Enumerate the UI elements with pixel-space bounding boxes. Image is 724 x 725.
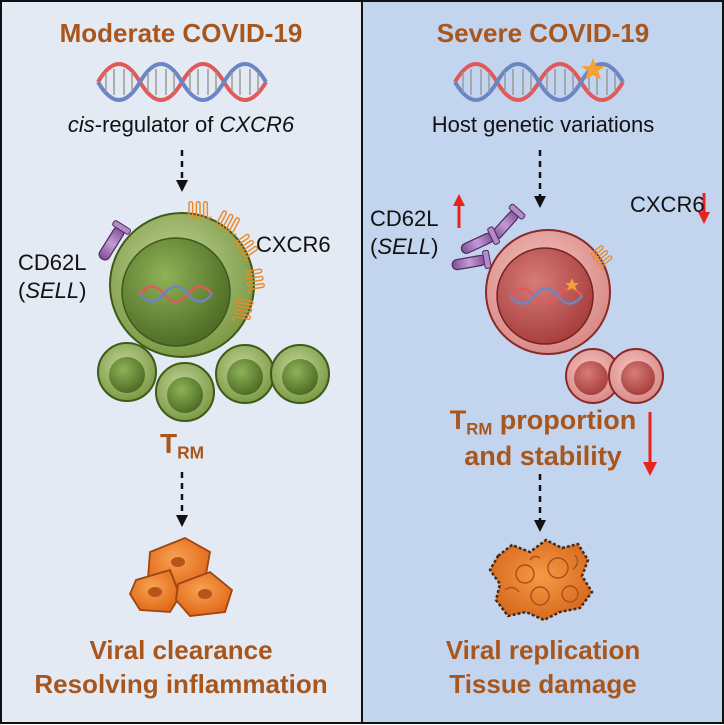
decrease-arrow-icon	[643, 412, 657, 476]
regulator-mid: -regulator of	[94, 112, 220, 137]
cxcr6-label: CXCR6	[630, 192, 705, 217]
cd62l-receptor-icon	[451, 203, 526, 271]
dashed-arrow-right-1	[534, 150, 546, 208]
cis-italic: cis	[67, 112, 95, 137]
cis-regulator-label: cis-regulator of CXCR6	[0, 112, 362, 138]
cd62l-label: CD62L	[18, 250, 87, 275]
decrease-arrow-icon	[698, 193, 710, 224]
trm-proportion-label: TRM proportion and stability	[362, 404, 724, 474]
sell-italic: SELL	[25, 278, 80, 303]
trm-main: T	[449, 405, 467, 435]
healthy-tissue-cells-icon	[128, 537, 234, 617]
cxcr6-gene-italic: CXCR6	[219, 112, 295, 137]
trm-line-2: and stability	[464, 441, 622, 472]
cd62l-receptor-icon	[98, 220, 131, 261]
left-outcome: Viral clearance Resolving inflammation	[0, 634, 362, 702]
nucleus-dna-icon	[139, 285, 213, 303]
trm-label: TRM	[160, 428, 204, 464]
outcome-line-2: Tissue damage	[449, 668, 637, 699]
trm-progeny-cells	[565, 348, 664, 404]
star-icon	[565, 278, 579, 291]
trm-cell-severe	[485, 229, 611, 355]
sell-italic: SELL	[377, 234, 432, 259]
increase-arrow-icon	[453, 194, 465, 228]
trm-progeny-cells	[97, 342, 330, 422]
cxcr6-label: CXCR6	[256, 232, 331, 257]
dashed-arrow-left-1	[176, 150, 188, 192]
outcome-line-2: Resolving inflammation	[34, 668, 328, 699]
dashed-arrow-right-2	[534, 474, 546, 532]
outcome-line-1: Viral replication	[445, 635, 641, 665]
star-icon	[581, 58, 605, 80]
sell-label: (SELL)	[370, 234, 439, 259]
damaged-tissue-icon	[488, 538, 594, 622]
dashed-arrow-left-2	[176, 472, 188, 527]
trm-cell-moderate	[109, 212, 255, 358]
dna-helix-icon	[96, 62, 268, 102]
trm-sub: RM	[177, 442, 205, 463]
variations-label: Host genetic variations	[431, 112, 655, 137]
trm-main: T	[160, 428, 178, 459]
right-outcome: Viral replication Tissue damage	[362, 634, 724, 702]
trm-rest: proportion	[492, 405, 637, 435]
trm-sub: RM	[466, 419, 493, 439]
outcome-line-1: Viral clearance	[89, 635, 273, 665]
left-panel-title: Moderate COVID-19	[59, 18, 303, 48]
cd62l-label: CD62L	[370, 206, 439, 231]
trm-line-1: TRM proportion	[362, 404, 724, 440]
right-panel-title: Severe COVID-19	[436, 18, 650, 48]
sell-label: (SELL)	[18, 278, 87, 303]
